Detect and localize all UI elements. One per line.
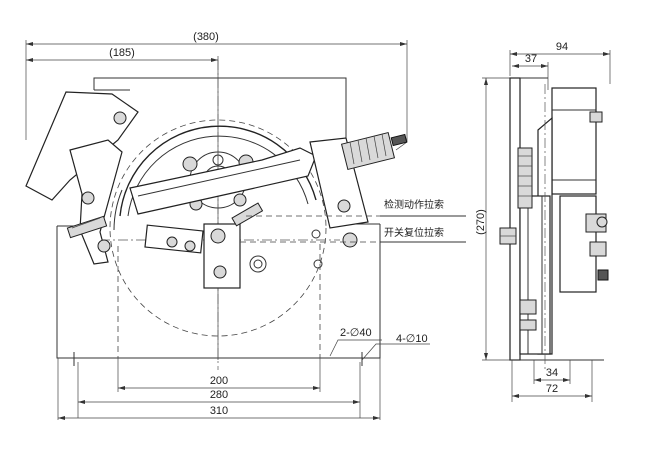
dim-height: (270) <box>475 209 487 235</box>
callout-small-holes: 4-∅10 <box>396 333 428 345</box>
dim-200: 200 <box>210 375 228 387</box>
dim-side-base-width: 72 <box>546 383 558 395</box>
label-reset-cable: 开关复位拉索 <box>384 226 444 239</box>
dim-side-total-width: 94 <box>556 41 568 53</box>
dim-left-offset: (185) <box>109 47 135 59</box>
dim-side-offset: 37 <box>525 53 537 65</box>
label-detect-cable: 检测动作拉索 <box>384 198 444 211</box>
dim-280: 280 <box>210 389 228 401</box>
dim-310: 310 <box>210 405 228 417</box>
callout-large-holes: 2-∅40 <box>340 327 372 339</box>
side-view: 94 37 (270) <box>475 41 611 402</box>
dim-side-sheave-width: 34 <box>546 367 558 379</box>
dim-overall-width: (380) <box>193 31 219 43</box>
front-view: (380) (185) <box>25 31 466 420</box>
